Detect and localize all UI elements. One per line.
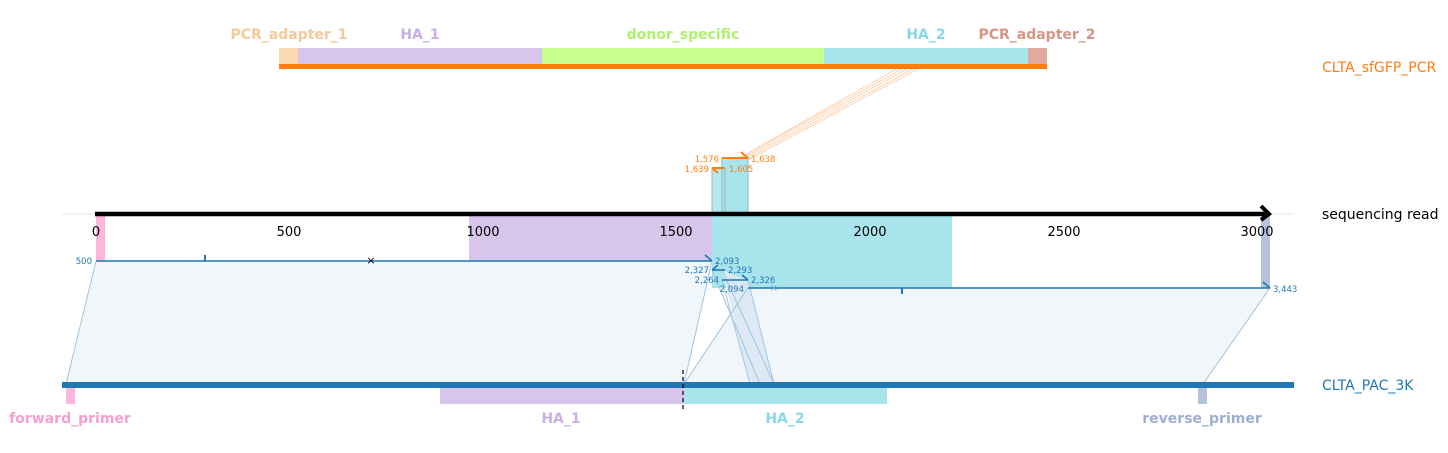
tick-label-2000: 2000 [853,225,886,240]
ref-alignments: × × 500 2,093 2,327 2,293 2,264 2,326 2,… [76,254,1298,295]
pcr-label-adapter-2: PCR_adapter_2 [978,27,1095,43]
ref-label-ha-2: HA_2 [765,411,804,427]
pcr-track-name: CLTA_sfGFP_PCR [1322,60,1436,76]
read-feature-reverse-primer [1261,215,1270,288]
pcr-backbone [279,64,1047,69]
ref-feature-forward-primer [66,388,75,404]
ref-label-ha-1: HA_1 [541,411,580,427]
pcr-aln-a-start: 1,576 [695,155,719,165]
ref-aln-small-b-end: 2,326 [751,276,775,286]
pcr-label-adapter-1: PCR_adapter_1 [230,27,347,43]
ref-aln-main-mismatch: × [366,254,375,267]
ref-aln-main-arrow [704,254,713,262]
pcr-alignments: 1,576 1,638 1,639 1,605 [685,151,775,175]
pcr-aln-box-a [722,158,748,215]
pcr-label-ha-1: HA_1 [400,27,439,43]
pcr-feature-adapter-1 [279,48,298,66]
pcr-feature-ha-2 [824,48,1028,66]
pcr-aln-b-end: 1,605 [729,165,753,175]
pcr-feature-donor-specific [542,48,824,66]
ref-aln-main-shade [66,261,712,384]
pcr-aln-a-end: 1,638 [751,155,775,165]
ref-track-name: CLTA_PAC_3K [1322,378,1414,394]
pcr-connection-lines [735,68,919,161]
tick-label-1000: 1000 [466,225,499,240]
read-arrow-head [1259,204,1273,222]
read-feature-ha-1 [469,215,712,261]
ref-label-forward-primer: forward_primer [9,411,131,427]
ref-aln-main2-end: 3,443 [1273,285,1297,295]
tick-label-1500: 1500 [659,225,692,240]
pcr-aln-a-arrow [740,151,749,159]
ref-aln-main2-arrow [1262,281,1271,289]
ref-aln-small-a-arrow [711,264,719,271]
pcr-aln-b-arrow [711,167,719,174]
read-track-name: sequencing read [1322,207,1438,223]
tick-label-2500: 2500 [1047,225,1080,240]
ref-backbone [62,382,1294,388]
pcr-label-donor-specific: donor_specific [627,27,740,43]
ref-feature-ha-2 [684,388,887,404]
tick-label-3000: 3000 [1240,225,1273,240]
pcr-feature-adapter-2 [1028,48,1047,66]
ref-aln-main2-shade [684,288,1270,384]
read-feature-ha-2 [712,215,952,288]
ref-aln-main2-start: 2,094 [720,285,744,295]
read-ticks: 0 500 1000 1500 2000 2500 3000 [92,225,1274,240]
ref-aln-small-a-start: 2,327 [685,266,709,276]
read-feature-forward-primer [96,215,105,261]
ref-aln-small-b-start: 2,264 [695,276,719,286]
ref-aln-main2-mismatch: × [770,283,778,294]
tick-label-0: 0 [92,225,100,240]
ref-feature-reverse-primer [1198,388,1207,404]
ref-label-reverse-primer: reverse_primer [1142,411,1262,427]
pcr-track: PCR_adapter_1 HA_1 donor_specific HA_2 P… [230,27,1436,76]
ref-aln-main-end: 2,093 [715,257,739,267]
read-track: 0 500 1000 1500 2000 2500 3000 sequencin… [62,158,1438,288]
ref-aln-main-start: 500 [76,257,92,267]
pcr-aln-box-b [712,168,725,215]
ref-alignment-shading [65,260,1271,385]
tick-label-500: 500 [277,225,302,240]
ref-aln-small-b-arrow [741,274,749,281]
pcr-feature-ha-1 [298,48,542,66]
ref-aln-small-a-end: 2,293 [728,266,752,276]
pcr-label-ha-2: HA_2 [906,27,945,43]
ref-track: forward_primer HA_1 HA_2 reverse_primer … [9,370,1414,427]
ref-feature-ha-1 [440,388,684,404]
pcr-aln-b-start: 1,639 [685,165,709,175]
